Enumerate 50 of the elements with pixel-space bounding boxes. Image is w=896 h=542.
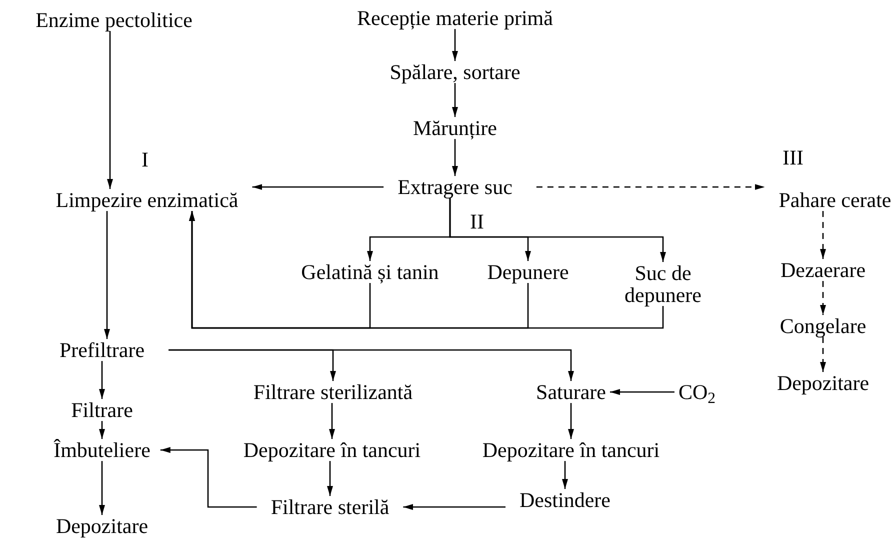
arrow — [107, 31, 113, 189]
process-step: Mărunțire — [409, 116, 501, 140]
arrow — [99, 421, 105, 439]
process-step: Prefiltrare — [55, 338, 149, 362]
arrow — [568, 403, 574, 439]
arrow — [189, 211, 664, 329]
process-step: Depozitare — [52, 514, 152, 538]
process-step: Depozitare în tancuri — [239, 438, 425, 462]
process-step: Enzime pectolitice — [32, 8, 196, 32]
section-numeral: II — [470, 212, 484, 232]
process-step: Pahare cerate — [774, 188, 896, 212]
section-numeral: III — [782, 148, 804, 168]
arrow — [562, 461, 568, 489]
process-step: CO$_{2}$ — [674, 380, 720, 404]
process-step: Îmbuteliere — [50, 438, 154, 462]
arrow — [168, 349, 574, 381]
arrow — [99, 361, 105, 399]
process-step: Gelatină și tanin — [297, 260, 443, 284]
process-step: Depunere — [483, 260, 573, 284]
arrow — [610, 389, 674, 395]
arrow — [820, 281, 826, 315]
arrow — [252, 184, 384, 190]
arrow — [820, 211, 826, 259]
process-step: Filtrare sterilă — [266, 496, 394, 518]
process-step: Spălare, sortare — [386, 60, 524, 84]
process-step: Suc de depunere — [603, 262, 723, 306]
process-step: Saturare — [532, 380, 610, 404]
arrow — [452, 29, 458, 61]
arrow — [327, 461, 333, 496]
arrow — [160, 447, 257, 508]
process-step: Extragere suc — [394, 176, 516, 198]
process-step: Limpezire enzimatică — [52, 188, 242, 212]
arrow — [820, 337, 826, 372]
process-step: Destindere — [516, 488, 614, 512]
process-step: Congelare — [776, 314, 870, 338]
arrow — [104, 211, 110, 339]
arrow — [449, 198, 666, 262]
arrow — [452, 83, 458, 117]
arrow — [452, 139, 458, 176]
arrow — [329, 403, 335, 439]
process-step: Filtrare — [67, 398, 137, 422]
process-step: Recepție materie primă — [353, 6, 557, 30]
process-step: Depozitare în tancuri — [478, 438, 664, 462]
section-numeral: I — [142, 150, 148, 170]
arrow — [536, 184, 765, 190]
process-step: Dezaerare — [776, 258, 870, 282]
process-step: Filtrare sterilizantă — [249, 380, 417, 404]
arrow — [403, 504, 506, 510]
process-step: Depozitare — [772, 372, 874, 394]
arrow — [99, 461, 105, 515]
